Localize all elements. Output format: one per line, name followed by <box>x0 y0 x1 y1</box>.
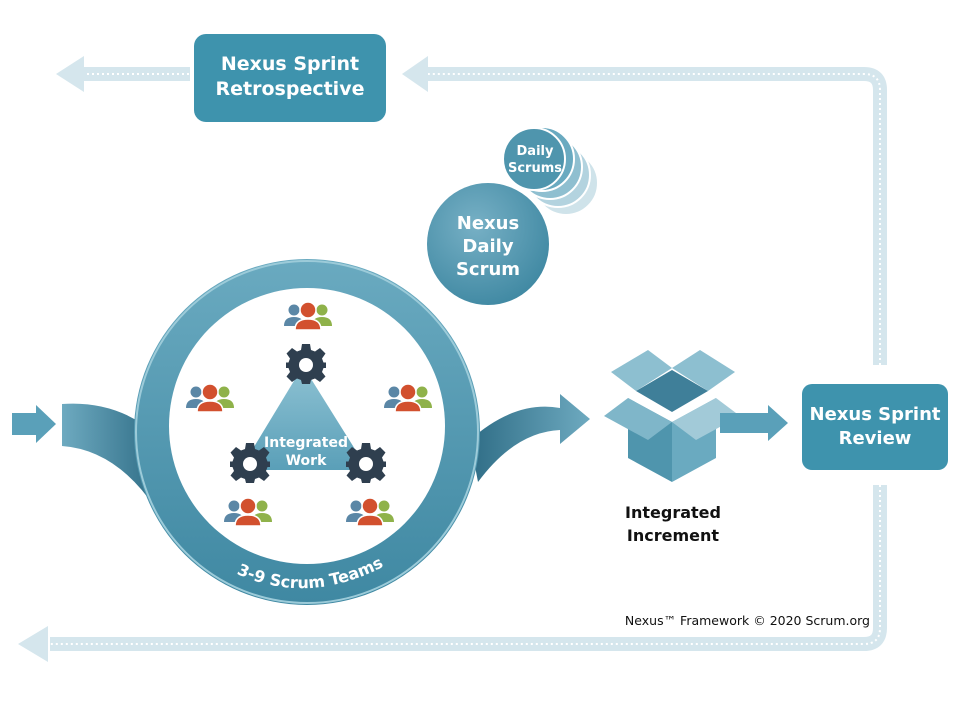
nexus-daily-scrum-bubble: Nexus Daily Scrum <box>427 183 549 305</box>
review-label-line1: Nexus Sprint <box>810 404 941 425</box>
daily-scrums-line2: Scrums <box>508 161 562 176</box>
daily-scrums-line1: Daily <box>517 144 554 159</box>
top-left-track <box>56 56 190 92</box>
arrow-icon <box>56 56 84 92</box>
bottom-feedback-track <box>18 485 887 662</box>
box-icon <box>604 350 740 482</box>
increment-label-line2: Increment <box>627 526 719 545</box>
copyright-notice: Nexus™ Framework © 2020 Scrum.org <box>624 613 870 628</box>
top-feedback-track <box>402 56 887 365</box>
daily-scrums-stack: Daily Scrums <box>502 126 599 216</box>
integrated-work-line1: Integrated <box>264 435 348 451</box>
nexus-daily-line2: Daily <box>462 236 513 257</box>
arrow-icon <box>18 626 48 662</box>
right-band <box>470 394 590 482</box>
retrospective-label-line2: Retrospective <box>216 78 365 100</box>
gear-icon <box>346 443 386 483</box>
nexus-sprint-retrospective-box: Nexus Sprint Retrospective <box>194 34 386 122</box>
gear-icon <box>230 443 270 483</box>
retrospective-label-line1: Nexus Sprint <box>221 53 359 75</box>
increment-to-review-arrow <box>720 405 788 441</box>
nexus-daily-line3: Scrum <box>456 259 520 280</box>
gear-icon <box>286 344 326 384</box>
left-band <box>62 403 158 512</box>
input-arrow <box>12 405 56 443</box>
arrow-icon <box>402 56 428 92</box>
review-label-line2: Review <box>839 428 912 449</box>
nexus-daily-line1: Nexus <box>457 213 519 234</box>
integrated-work-triangle: Integrated Work <box>240 366 368 470</box>
increment-label-line1: Integrated <box>625 503 721 522</box>
integrated-work-line2: Work <box>286 453 327 469</box>
nexus-sprint-review-box: Nexus Sprint Review <box>802 384 948 470</box>
